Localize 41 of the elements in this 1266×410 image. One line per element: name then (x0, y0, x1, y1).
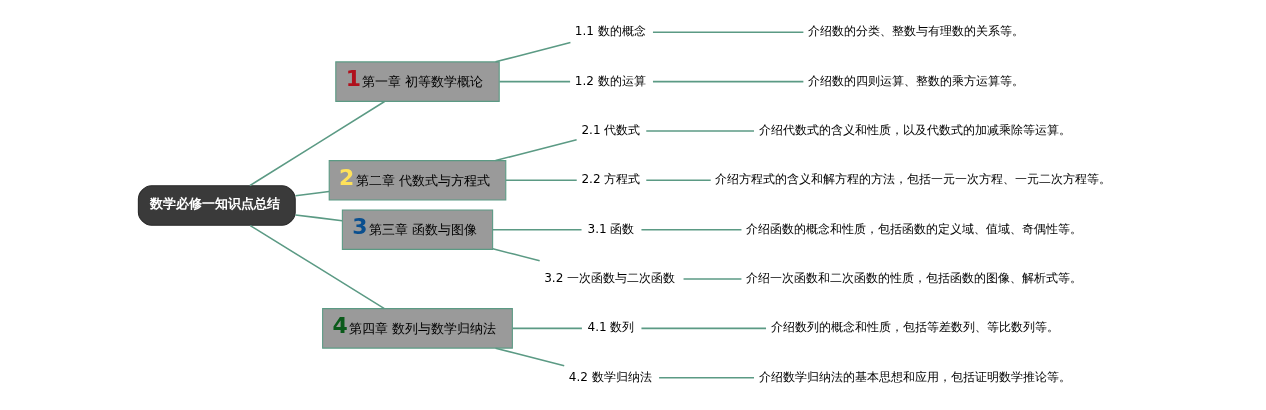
connector (511, 327, 583, 330)
connector (652, 80, 805, 83)
connector (645, 130, 755, 132)
connector (658, 376, 755, 379)
node-box: 1第一章 初等数学概论 (335, 61, 500, 102)
node-text: 介绍数学归纳法的基本思想和应用，包括证明数学推论等。 (758, 369, 1071, 384)
node-text: 2.1 代数式 (581, 123, 641, 138)
node-text: 2.2 方程式 (581, 172, 641, 187)
node-box: 3 第三章 函数与图像 (341, 209, 494, 250)
connector (249, 224, 386, 310)
node-text: 4.1 数列 (587, 320, 635, 335)
connector (492, 248, 541, 262)
node-text: 介绍数列的概念和性质，包括等差数列、等比数列等。 (770, 320, 1059, 335)
node-text: 3.1 函数 (587, 221, 635, 236)
connector (294, 190, 330, 197)
connector (494, 41, 572, 63)
connector (682, 278, 743, 280)
node-text: 1.1 数的概念 (574, 24, 646, 39)
connector (249, 100, 386, 187)
connector (294, 214, 343, 222)
connector (492, 228, 583, 231)
node-text: 介绍方程式的含义和解方程的方法，包括一元一次方程、一元二次方程等。 (715, 172, 1112, 187)
node-box: 4第四章 数列与数学归纳法 (322, 308, 513, 349)
connector (498, 80, 571, 83)
connector (645, 179, 712, 182)
node-text: 介绍代数式的含义和性质，以及代数式的加减乘除等运算。 (758, 123, 1071, 138)
node-text: 介绍数的分类、整数与有理数的关系等。 (807, 24, 1024, 39)
connector (652, 31, 805, 34)
connector (640, 327, 767, 330)
node-text: 介绍一次函数和二次函数的性质，包括函数的图像、解析式等。 (745, 271, 1082, 286)
node-text: 4.2 数学归纳法 (568, 369, 652, 384)
connector (494, 347, 565, 367)
connector (494, 138, 578, 162)
connector (640, 228, 743, 231)
connector (505, 179, 578, 182)
node-box: 2 第二章 代数式与方程式 (328, 160, 507, 201)
node-text: 3.2 一次函数与二次函数 (544, 271, 676, 286)
node-box: 数学必修一知识点总结 (137, 185, 296, 226)
node-text: 介绍数的四则运算、整数的乘方运算等。 (807, 73, 1024, 88)
node-text: 介绍函数的概念和性质，包括函数的定义域、值域、奇偶性等。 (745, 221, 1082, 236)
node-text: 1.2 数的运算 (574, 73, 646, 88)
